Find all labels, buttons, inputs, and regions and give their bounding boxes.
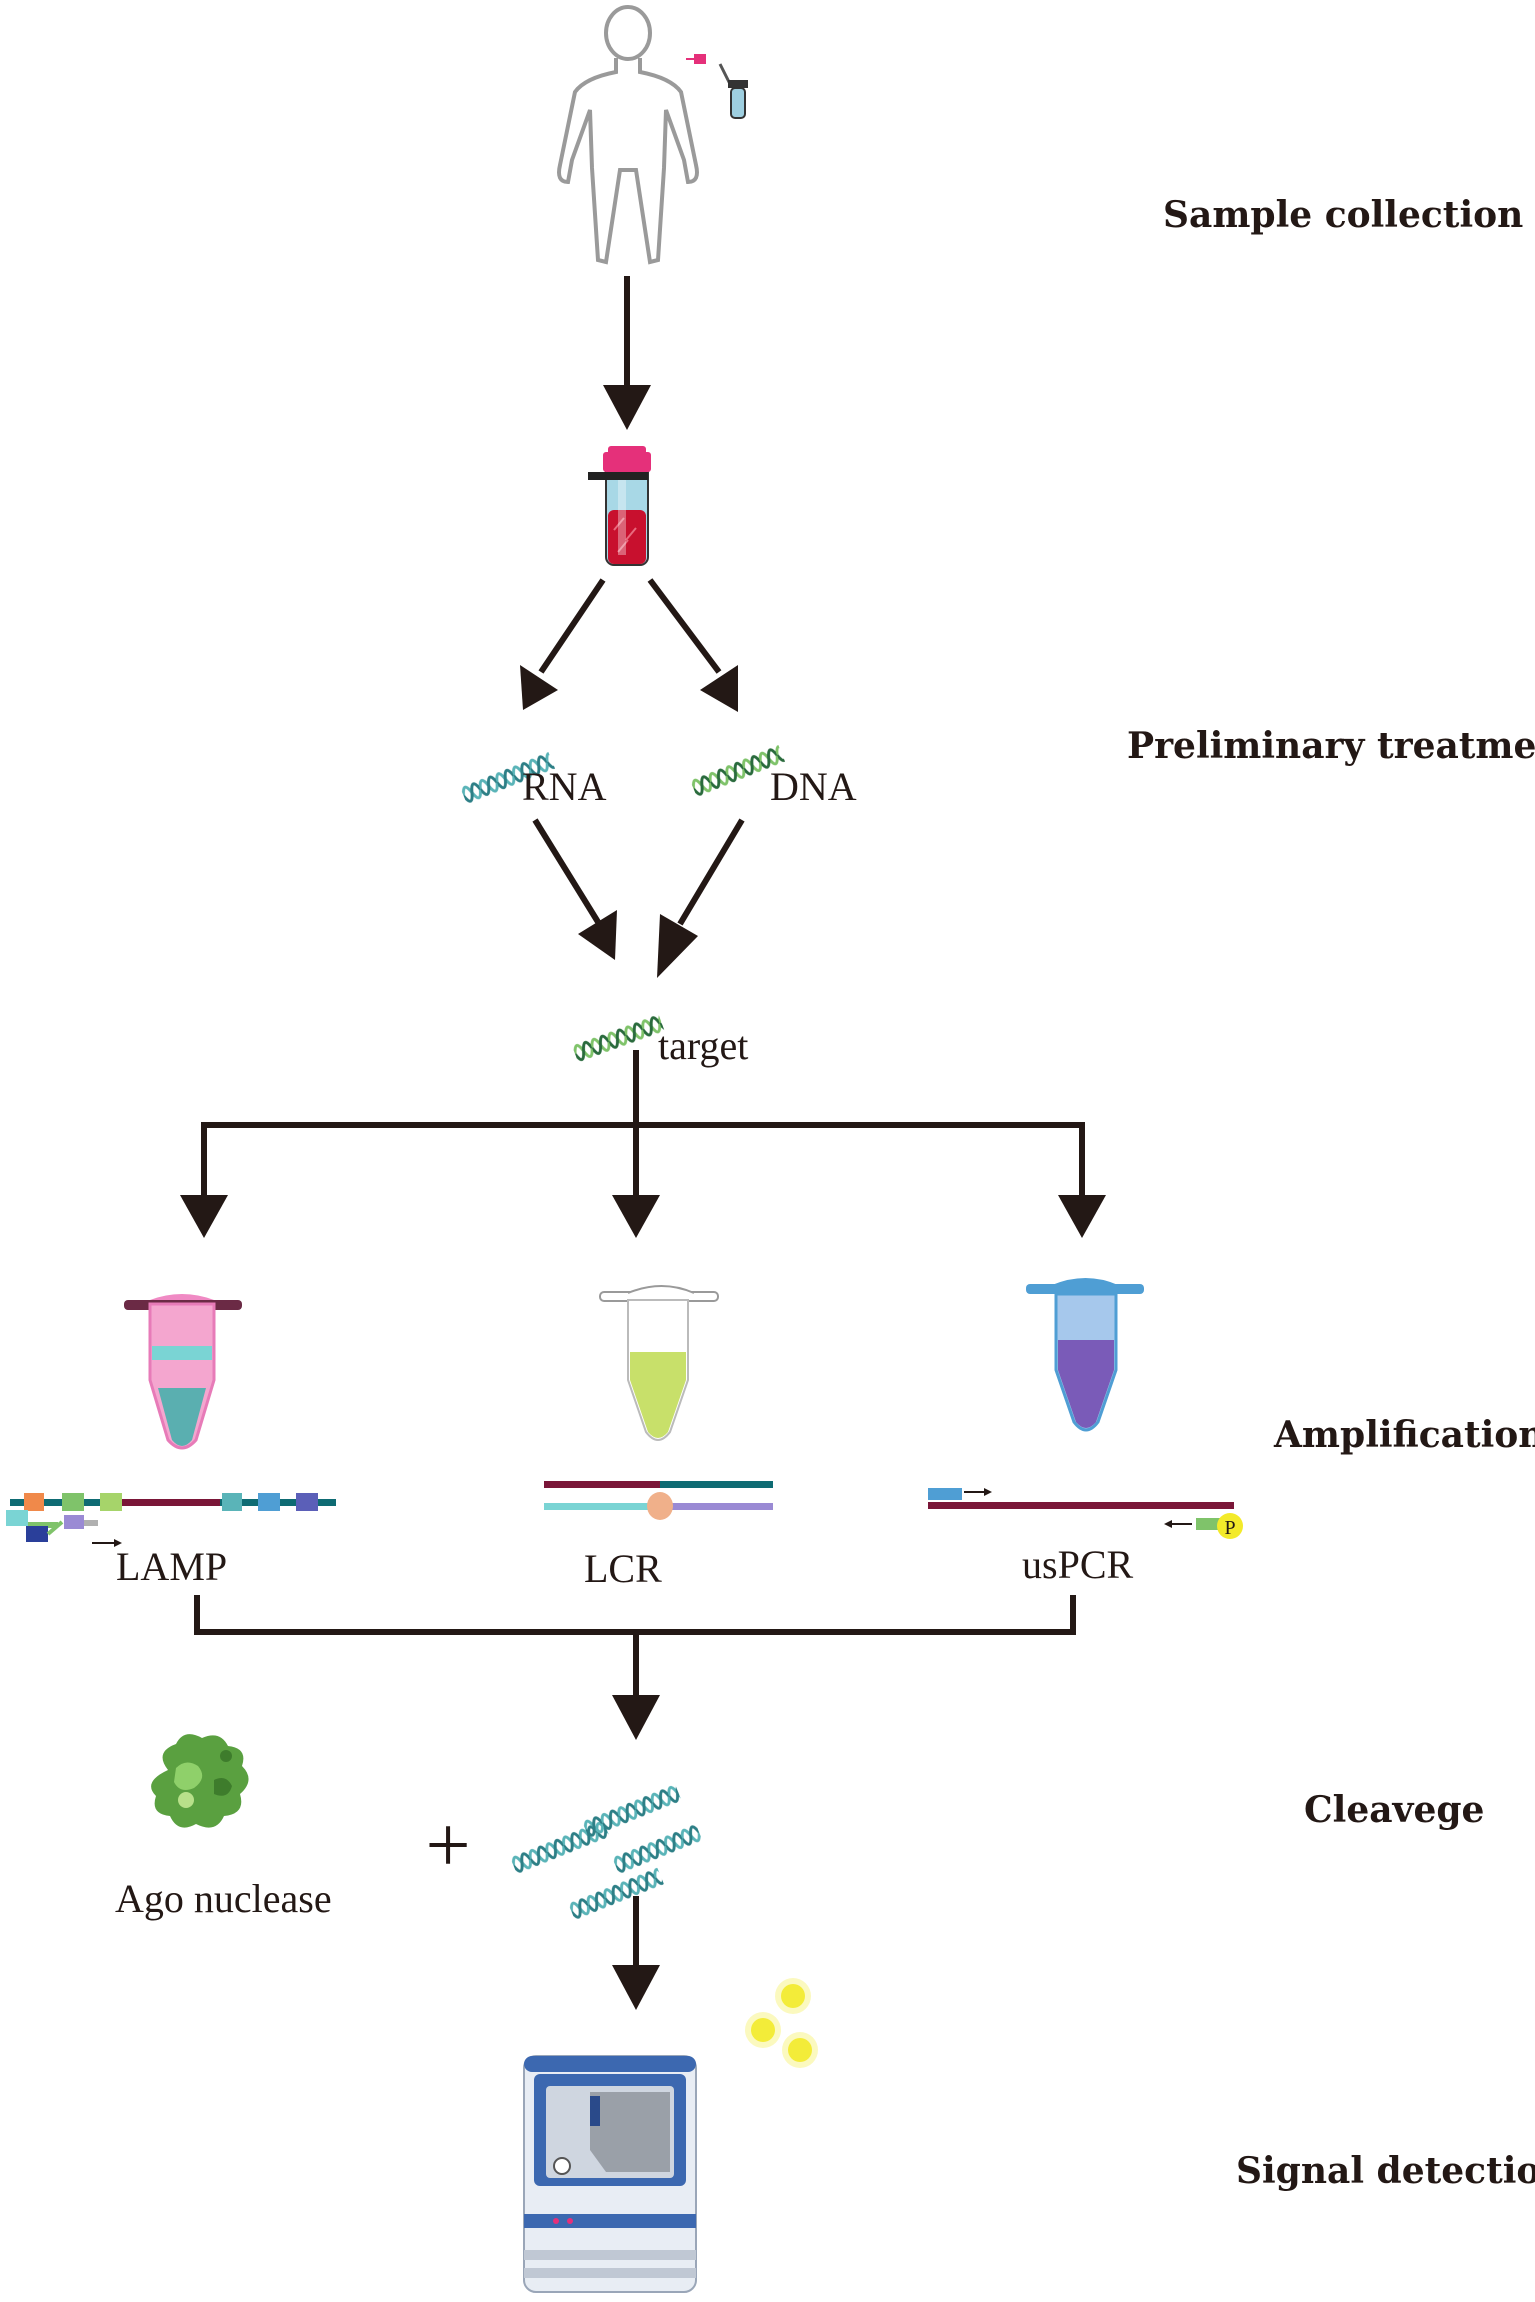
- dna-strand-icon: [688, 739, 788, 803]
- pcr-instrument-icon: [523, 2055, 697, 2293]
- ago-label: Ago nuclease: [115, 1876, 332, 1921]
- blood-tube-icon: [588, 446, 651, 566]
- uspcr-label: usPCR: [1022, 1542, 1133, 1587]
- lcr-label: LCR: [584, 1546, 662, 1591]
- ago-protein-icon: [151, 1734, 249, 1828]
- lcr-scheme: [544, 1481, 773, 1520]
- rna-label: RNA: [522, 764, 607, 809]
- arrow-to-dna: [647, 578, 722, 674]
- arrow-head: [603, 385, 651, 430]
- arrow-head: [520, 665, 558, 710]
- arrow-dna-to-target: [677, 818, 745, 926]
- uspcr-scheme: P: [928, 1488, 1243, 1539]
- lamp-tube-icon: [124, 1294, 242, 1450]
- plus-sign: +: [425, 1802, 470, 1890]
- lcr-tube-icon: [599, 1285, 719, 1441]
- arrow-head: [700, 665, 738, 712]
- step-cleavage: Cleavege: [1304, 1789, 1484, 1831]
- swab-icon: [686, 54, 706, 64]
- step-preliminary-treatment: Preliminary treatment: [1127, 725, 1535, 767]
- dna-label: DNA: [770, 764, 857, 809]
- step-amplification: Amplification: [1273, 1414, 1535, 1456]
- cleaved-strands-icon: [508, 1778, 704, 1924]
- lamp-label: LAMP: [116, 1544, 227, 1589]
- arrow-to-rna: [538, 578, 606, 674]
- arrow-head: [578, 910, 617, 960]
- target-strand-icon: [570, 1008, 667, 1069]
- uspcr-tube-icon: [1026, 1278, 1144, 1432]
- branch-arrows: [180, 1050, 1106, 1238]
- lamp-scheme: [6, 1493, 336, 1547]
- target-label: target: [658, 1023, 748, 1068]
- rna-strand-icon: [458, 746, 558, 810]
- sample-vial-icon: [718, 63, 748, 119]
- arrow-head: [612, 1965, 660, 2010]
- human-body-icon: [557, 5, 699, 265]
- step-sample-collection: Sample collection: [1163, 194, 1523, 236]
- arrow-rna-to-target: [532, 818, 601, 924]
- step-signal-detection: Signal detection: [1236, 2150, 1535, 2192]
- arrow-head: [657, 914, 698, 978]
- phosphate-label: P: [1224, 1517, 1235, 1539]
- fluorescence-dots: [745, 1978, 818, 2068]
- merge-arrows: [194, 1595, 1076, 1740]
